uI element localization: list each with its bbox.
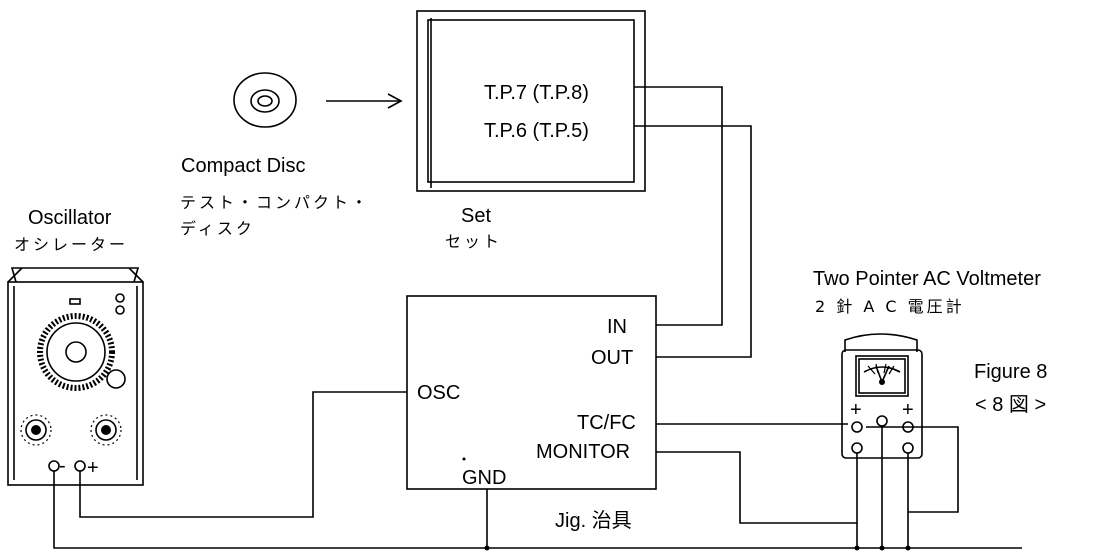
figure-label-jp: < 8 図 > [975, 394, 1046, 416]
figure-label: Figure 8 [974, 361, 1047, 383]
jig-label: Jig. 治具 [555, 509, 632, 532]
oscillator-device [7, 267, 144, 486]
oscillator-left-knob-icon [20, 414, 52, 446]
compact-disc-label-jp-1: テスト・コンパクト・ [180, 193, 370, 212]
oscillator-right-knob-icon [90, 414, 122, 446]
oscillator-plus: + [87, 457, 99, 479]
voltmeter-label: Two Pointer AC Voltmeter [813, 268, 1041, 290]
compact-disc-label-jp-2: ディスク [180, 219, 255, 238]
oscillator-dial-icon [37, 298, 115, 391]
oscillator-label: Oscillator [28, 207, 112, 229]
arrow-right-icon [326, 93, 403, 109]
wires [53, 86, 1022, 551]
oscillator-minus: - [59, 455, 66, 477]
jig-osc-label: OSC [417, 382, 460, 404]
set-tp-upper: T.P.7 (T.P.8) [484, 82, 589, 104]
jig-in-label: IN [607, 316, 627, 338]
oscillator-label-jp: オシレーター [14, 235, 128, 254]
voltmeter-plus-left: + [850, 399, 862, 421]
voltmeter-plus-right: + [902, 399, 914, 421]
set-label: Set [461, 205, 491, 227]
set-device [416, 10, 646, 192]
jig-gnd-label: GND [462, 467, 506, 489]
set-label-jp: セット [445, 232, 502, 251]
set-tp-lower: T.P.6 (T.P.5) [484, 120, 589, 142]
jig-out-label: OUT [591, 347, 633, 369]
compact-disc-label: Compact Disc [181, 155, 305, 177]
compact-disc-icon [233, 72, 297, 128]
jig-monitor-label: MONITOR [536, 441, 630, 463]
voltmeter-label-jp: 2 針 A C 電圧計 [815, 297, 965, 316]
jig-tcfc-label: TC/FC [577, 412, 636, 434]
